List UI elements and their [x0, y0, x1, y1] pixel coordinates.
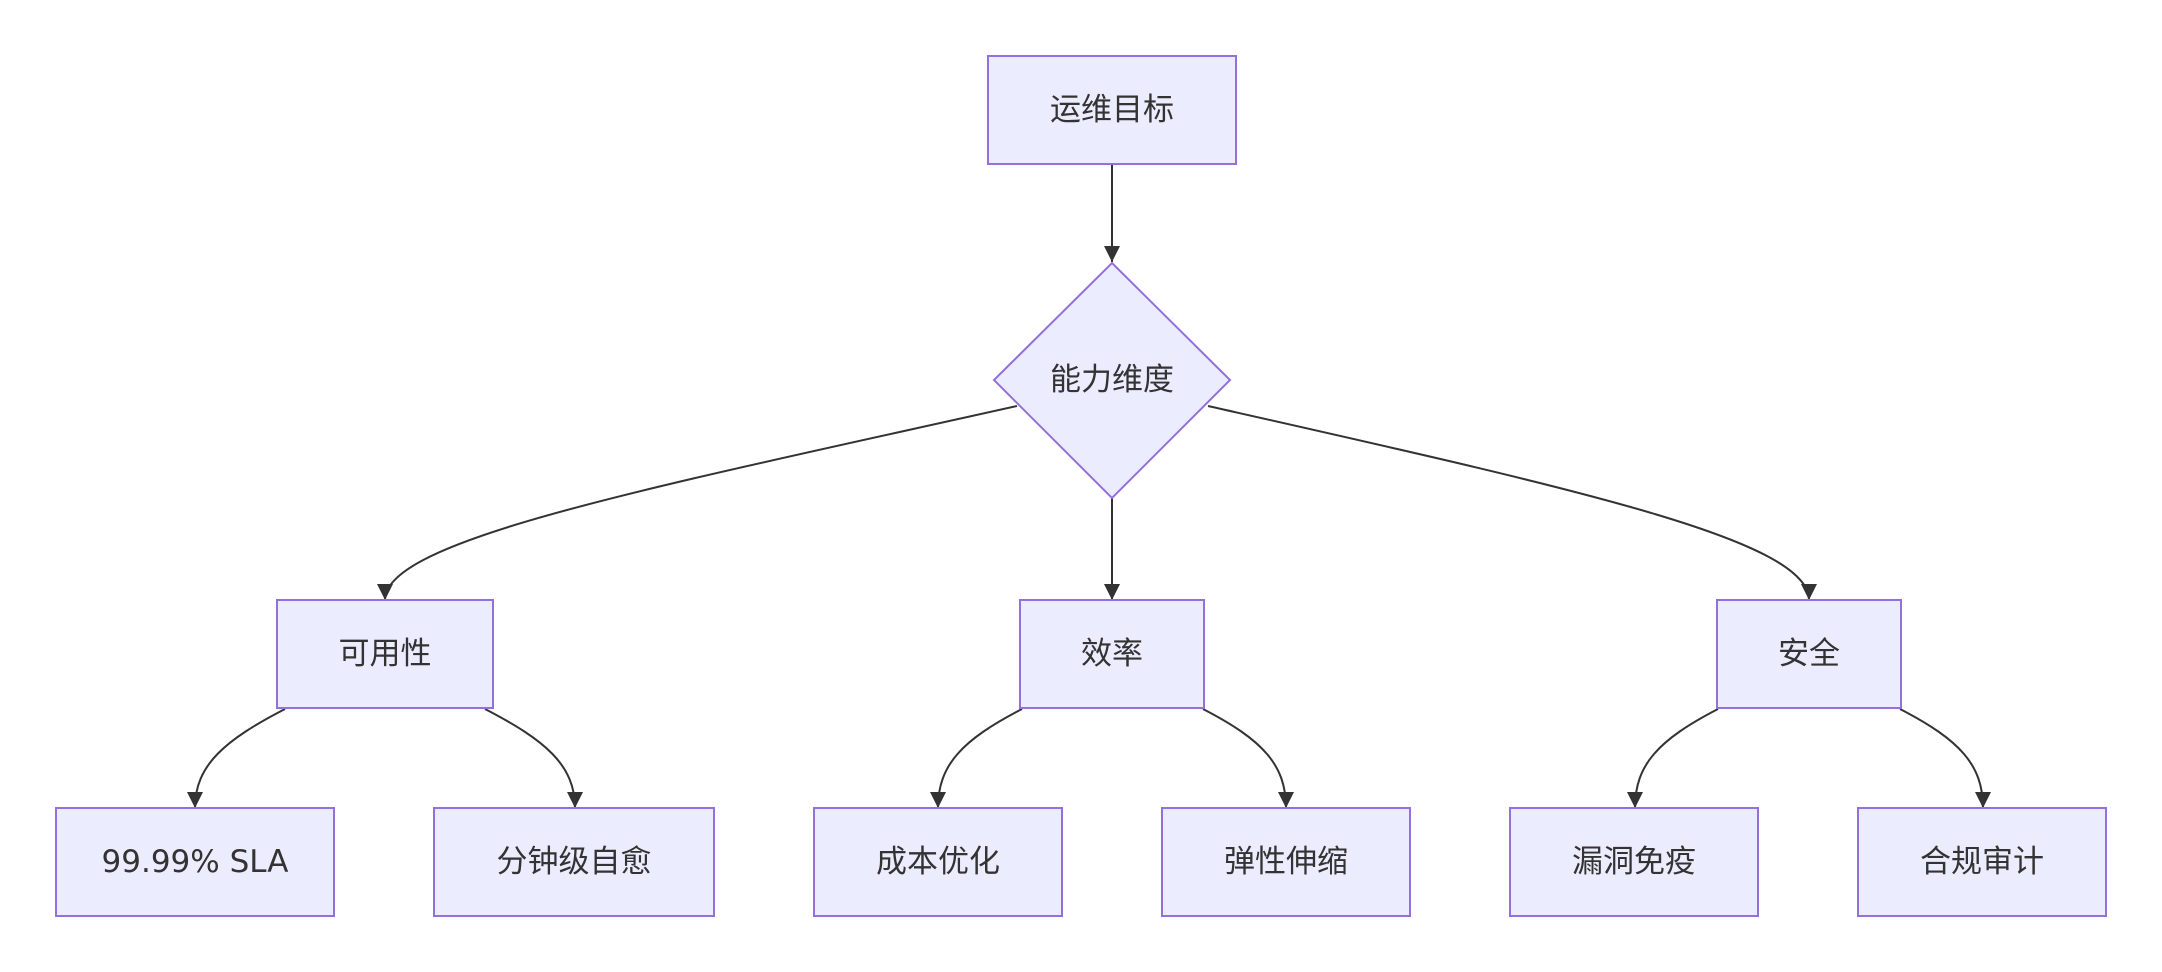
node-vulnerability-immunity-box	[1509, 807, 1759, 917]
node-compliance-audit-box	[1857, 807, 2107, 917]
node-capability-dimension: 能力维度	[992, 261, 1232, 500]
node-cost-optimization-box	[813, 807, 1063, 917]
edge-efficiency-to-autoscale	[1202, 708, 1294, 809]
edge-availability-to-sla	[187, 708, 286, 809]
node-security-box	[1716, 599, 1902, 709]
node-sla: 99.99% SLA	[55, 807, 335, 917]
node-availability-box	[276, 599, 494, 709]
node-ops-goal: 运维目标	[987, 55, 1237, 165]
node-availability: 可用性	[276, 599, 494, 709]
nodes: 运维目标 能力维度 可用性 效率 安全 99.99% SLA 分钟级自愈	[55, 55, 2107, 917]
edge-efficiency-to-cost-opt	[930, 708, 1023, 809]
node-vulnerability-immunity: 漏洞免疫	[1509, 807, 1759, 917]
node-compliance-audit: 合规审计	[1857, 807, 2107, 917]
node-self-heal-box	[433, 807, 715, 917]
node-availability-label: 可用性	[339, 636, 432, 672]
node-cost-optimization: 成本优化	[813, 807, 1063, 917]
node-self-heal: 分钟级自愈	[433, 807, 715, 917]
node-autoscale-label: 弹性伸缩	[1224, 844, 1348, 880]
edge-dimension-to-availability	[377, 405, 1018, 601]
node-capability-dimension-label: 能力维度	[1050, 362, 1174, 398]
edge-availability-to-self-heal	[484, 708, 583, 809]
node-autoscale: 弹性伸缩	[1161, 807, 1411, 917]
node-efficiency-label: 效率	[1081, 636, 1143, 672]
node-security: 安全	[1716, 599, 1902, 709]
node-sla-box	[55, 807, 335, 917]
node-efficiency: 效率	[1019, 599, 1205, 709]
node-security-label: 安全	[1778, 636, 1840, 672]
node-vulnerability-immunity-label: 漏洞免疫	[1572, 844, 1696, 880]
node-sla-label: 99.99% SLA	[102, 844, 289, 880]
edge-security-to-vuln-immunity	[1627, 708, 1719, 809]
edges	[187, 165, 1991, 809]
node-efficiency-box	[1019, 599, 1205, 709]
edge-dimension-to-security	[1207, 405, 1817, 601]
node-compliance-audit-label: 合规审计	[1920, 844, 2044, 880]
node-ops-goal-label: 运维目标	[1050, 92, 1174, 128]
node-self-heal-label: 分钟级自愈	[497, 844, 652, 880]
node-cost-optimization-label: 成本优化	[876, 844, 1000, 880]
node-capability-dimension-diamond	[992, 261, 1232, 500]
node-autoscale-box	[1161, 807, 1411, 917]
node-ops-goal-box	[987, 55, 1237, 165]
edge-security-to-compliance-audit	[1899, 708, 1991, 809]
